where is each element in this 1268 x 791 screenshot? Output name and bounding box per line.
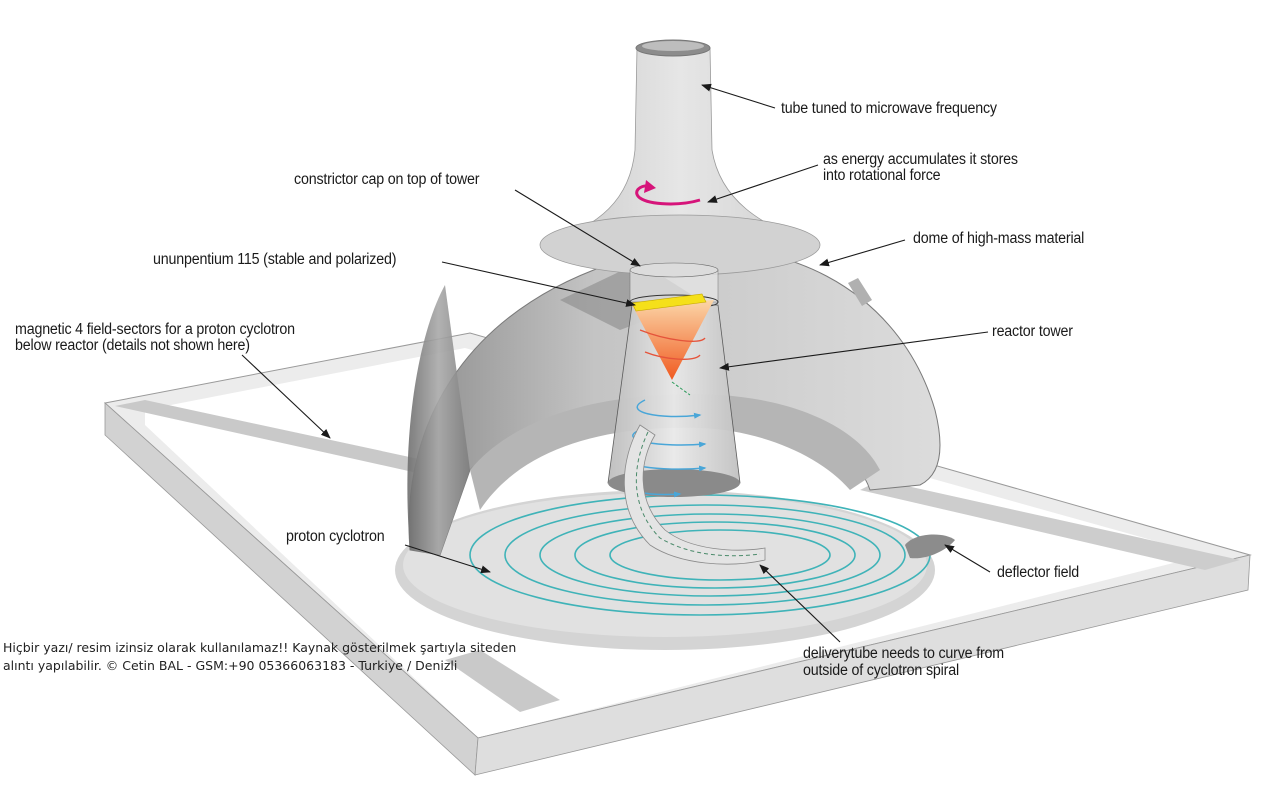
cyclotron-disk bbox=[395, 490, 935, 650]
delivery-tube bbox=[623, 424, 766, 565]
beam-front bbox=[445, 650, 560, 712]
label-energy-line1: as energy accumulates it stores bbox=[823, 151, 1018, 168]
beam-left bbox=[115, 400, 470, 478]
label-delivery-line2: outside of cyclotron spiral bbox=[803, 662, 959, 679]
deflector-shape bbox=[905, 534, 955, 559]
leader-lines bbox=[241, 83, 991, 643]
label-dome: dome of high-mass material bbox=[913, 230, 1085, 247]
rotation-arrow-icon bbox=[635, 184, 701, 206]
label-magnetic-line1: magnetic 4 field-sectors for a proton cy… bbox=[15, 321, 295, 338]
element-115-bar bbox=[631, 293, 707, 312]
energy-cone bbox=[632, 300, 714, 380]
label-ununpentium: ununpentium 115 (stable and polarized) bbox=[153, 251, 397, 268]
label-energy-line2: into rotational force bbox=[823, 167, 941, 184]
label-magnetic-line2: below reactor (details not shown here) bbox=[15, 337, 250, 354]
label-tube: tube tuned to microwave frequency bbox=[781, 100, 997, 117]
label-deflector: deflector field bbox=[997, 564, 1080, 581]
label-reactor-tower: reactor tower bbox=[992, 323, 1073, 340]
watermark-line2: alıntı yapılabilir. © Cetin BAL - GSM:+9… bbox=[3, 658, 458, 673]
label-constrictor: constrictor cap on top of tower bbox=[294, 171, 480, 188]
watermark-line1: Hiçbir yazı/ resim izinsiz olarak kullan… bbox=[3, 640, 517, 655]
beam-right bbox=[860, 480, 1240, 570]
label-delivery-line1: deliverytube needs to curve from bbox=[803, 645, 1004, 662]
label-proton-cyclotron: proton cyclotron bbox=[286, 528, 385, 545]
reactor-tower bbox=[607, 262, 766, 565]
microwave-tube bbox=[539, 39, 821, 276]
